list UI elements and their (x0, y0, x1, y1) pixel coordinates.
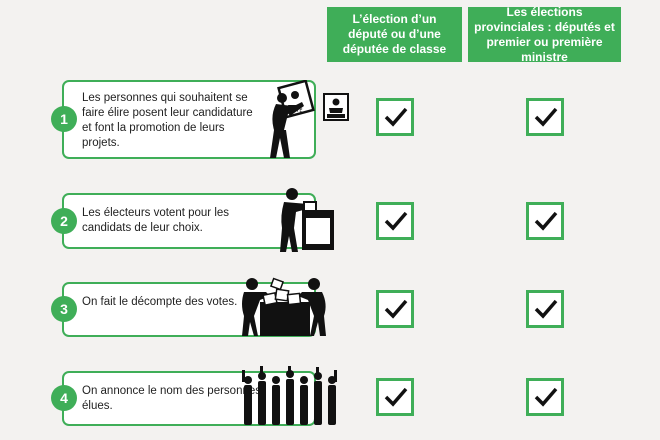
check-step-2-provincial (526, 202, 564, 240)
check-step-4-provincial (526, 378, 564, 416)
step-2-number: 2 (51, 208, 77, 234)
check-step-3-class (376, 290, 414, 328)
candidate-with-posters-icon: VOTE (270, 80, 349, 158)
checkmark-icon (384, 299, 408, 319)
check-step-3-provincial (526, 290, 564, 328)
step-1-text: Les personnes qui souhaitent se faire él… (82, 92, 253, 149)
check-step-1-provincial (526, 98, 564, 136)
column-header-class-election: L’élection d’un député ou d’une députée … (327, 7, 462, 62)
check-step-2-class (376, 202, 414, 240)
step-2-text: Les électeurs votent pour les candidats … (82, 207, 230, 234)
check-step-1-class (376, 98, 414, 136)
step-3-number: 3 (51, 296, 77, 322)
checkmark-icon (534, 107, 558, 127)
step-1-number: 1 (51, 106, 77, 132)
step-4-text: On annonce le nom des personnes élues. (82, 385, 262, 412)
step-3-text: On fait le décompte des votes. (82, 296, 238, 308)
checkmark-icon (384, 107, 408, 127)
step-4-number: 4 (51, 385, 77, 411)
column-header-provincial-election: Les élections provinciales : députés et … (468, 5, 621, 64)
step-2-box (62, 193, 316, 249)
checkmark-icon (534, 211, 558, 231)
checkmark-icon (534, 299, 558, 319)
check-step-4-class (376, 378, 414, 416)
voter-at-ballot-box-icon (280, 188, 334, 252)
vote-counting-icon (242, 277, 326, 336)
checkmark-icon (384, 387, 408, 407)
checkmark-icon (384, 211, 408, 231)
checkmark-icon (534, 387, 558, 407)
crowd-cheering-icon (242, 366, 337, 425)
